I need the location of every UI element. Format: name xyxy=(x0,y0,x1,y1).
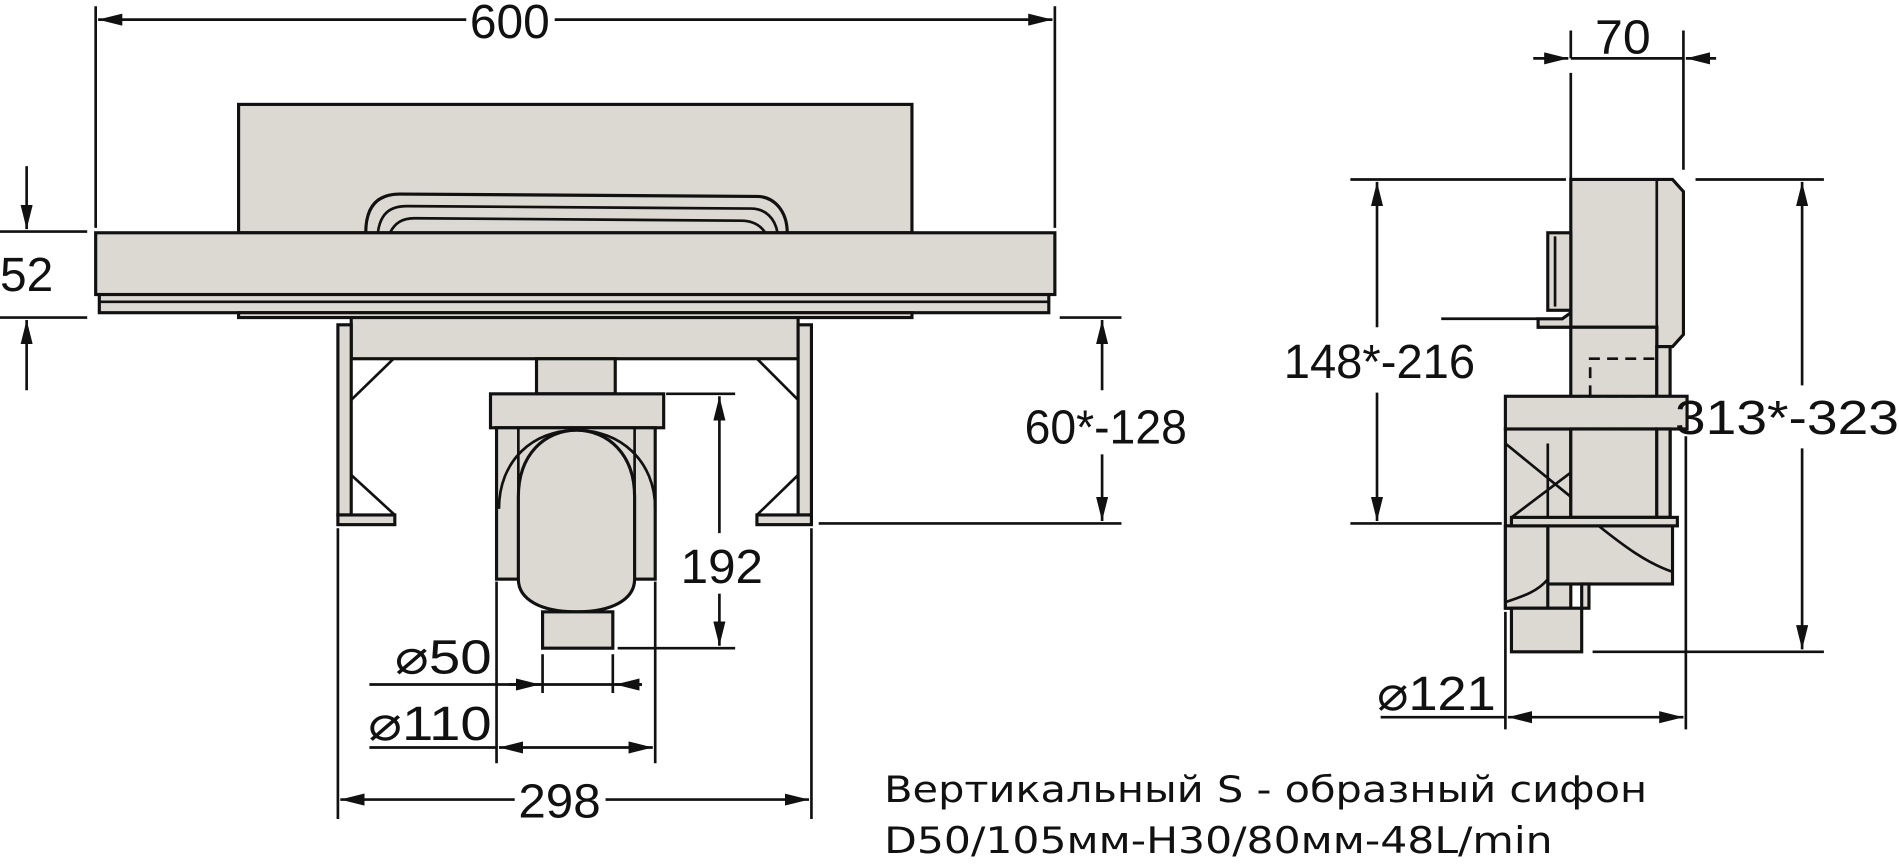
dim-d121: ⌀121 xyxy=(1377,667,1496,721)
dim-313-323: 313*-323 xyxy=(1675,391,1899,445)
side-outlet xyxy=(1509,606,1584,654)
side-flange xyxy=(1503,394,1689,431)
right-leg xyxy=(796,323,814,517)
neck xyxy=(534,357,617,396)
outlet xyxy=(540,610,615,650)
dim-148-216: 148*-216 xyxy=(1284,335,1475,389)
drain-plate xyxy=(94,231,1057,297)
side-view: 70 148*-216 313*-323 ⌀121 xyxy=(1284,11,1899,730)
side-plate xyxy=(1509,515,1679,528)
side-knob xyxy=(1546,231,1573,312)
dim-192: 192 xyxy=(681,540,763,594)
side-upper-body xyxy=(1569,177,1685,349)
dim-298: 298 xyxy=(518,775,600,829)
dim-52: 52 xyxy=(0,248,53,302)
plate-strip xyxy=(97,292,1051,315)
grate-handle xyxy=(364,192,789,235)
side-trap-bottom xyxy=(1503,524,1550,610)
front-view: 600 52 60*-128 192 ⌀50 ⌀110 298 xyxy=(0,0,1187,829)
trap-bowl xyxy=(516,428,637,614)
dim-d110: ⌀110 xyxy=(368,697,492,751)
left-leg xyxy=(336,323,353,517)
caption-line-2: D50/105мм-H30/80мм-48L/min xyxy=(884,819,1553,862)
dim-d50: ⌀50 xyxy=(395,631,492,685)
dim-60-128: 60*-128 xyxy=(1025,401,1187,455)
caption-line-1: Вертикальный S - образный сифон xyxy=(884,768,1647,811)
dim-70: 70 xyxy=(1595,11,1651,65)
trap-cap xyxy=(488,392,666,430)
drain-body xyxy=(349,315,800,361)
dim-600: 600 xyxy=(470,0,550,49)
